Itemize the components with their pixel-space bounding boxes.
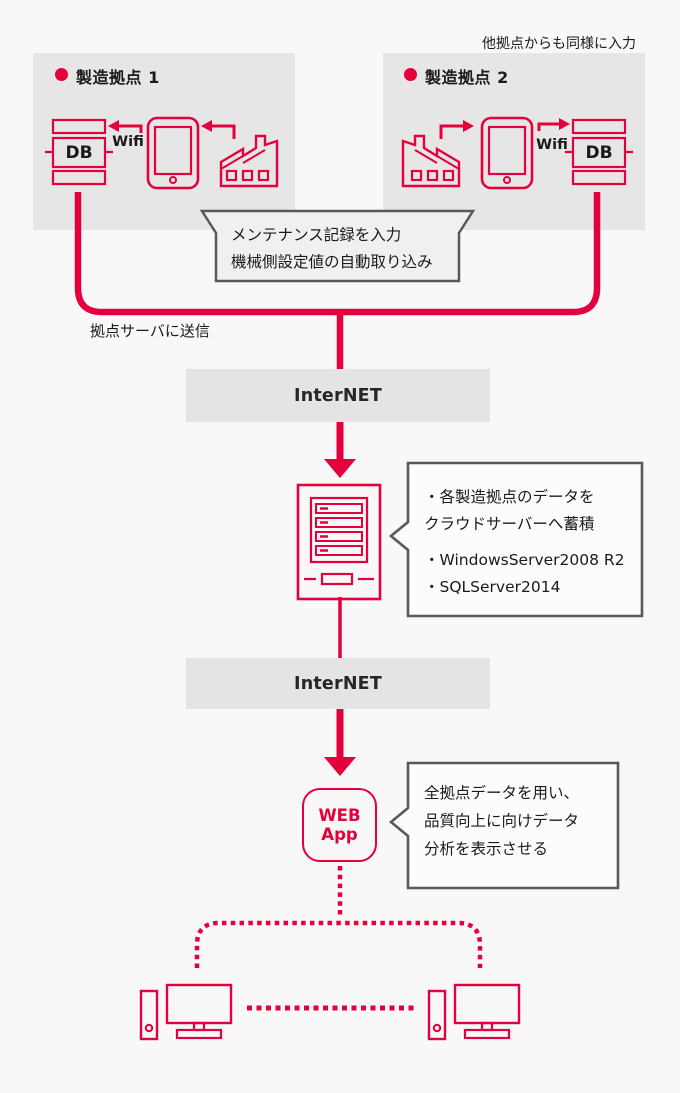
maintenance-bubble xyxy=(199,209,476,283)
server-callout-line-1: ・各製造拠点のデータを xyxy=(424,488,595,506)
server-callout-line-2: クラウドサーバーへ蓄積 xyxy=(424,515,595,533)
webapp-callout-box xyxy=(388,761,620,890)
factory-to-tablet-arrowhead-1 xyxy=(201,120,212,132)
factory-icon-1 xyxy=(219,134,279,188)
internet1-label: InterNET xyxy=(294,385,382,406)
internet1-arrowhead xyxy=(324,459,356,478)
webapp-label-line-1: WEB xyxy=(318,806,361,825)
tablet-to-db-arrow-2 xyxy=(537,122,560,131)
bubble-line-2: 機械側設定値の自動取り込み xyxy=(231,253,433,271)
bubble-line-1: メンテナンス記録を入力 xyxy=(231,226,402,244)
internet2-arrowhead xyxy=(324,757,356,776)
site2-bullet-icon xyxy=(404,68,417,81)
webapp-label-line-2: App xyxy=(321,825,358,844)
webapp-callout-line-3: 分析を表示させる xyxy=(424,840,549,858)
server-callout-line-4: ・SQLServer2014 xyxy=(424,578,561,596)
internet2-label: InterNET xyxy=(294,673,382,694)
webapp-icon: WEB App xyxy=(302,788,377,862)
server-callout-line-3: ・WindowsServer2008 R2 xyxy=(424,551,625,569)
tablet-icon-1 xyxy=(146,116,200,190)
client-branch-dotted xyxy=(194,920,483,968)
database-icon-2 xyxy=(565,118,633,186)
factory-to-tablet-arrow-2 xyxy=(439,124,464,139)
site2-title: 製造拠点 2 xyxy=(425,68,509,87)
server-icon xyxy=(296,483,382,601)
internet-box-2: InterNET xyxy=(186,658,490,709)
site-box-2 xyxy=(383,53,645,230)
top-note: 他拠点からも同様に入力 xyxy=(482,36,636,52)
desktop-computer-icon-right xyxy=(427,983,521,1041)
tablet-to-db-arrowhead-1 xyxy=(108,120,119,132)
database-icon-1 xyxy=(45,118,113,186)
wifi2-label: Wifi xyxy=(536,137,568,153)
webapp-callout-line-2: 品質向上に向けデータ xyxy=(424,812,580,830)
send-label: 拠点サーバに送信 xyxy=(90,322,210,340)
site1-title: 製造拠点 1 xyxy=(76,68,160,87)
tablet-icon-2 xyxy=(480,116,534,190)
wifi1-label: Wifi xyxy=(112,134,144,150)
db1-label: DB xyxy=(65,143,93,163)
factory-to-tablet-arrowhead-2 xyxy=(463,120,474,132)
server-callout-text: ・各製造拠点のデータを クラウドサーバーへ蓄積 ・WindowsServer20… xyxy=(424,484,625,601)
webapp-callout-text: 全拠点データを用い、 品質向上に向けデータ 分析を表示させる xyxy=(424,779,579,863)
tablet-to-db-arrowhead-2 xyxy=(559,118,570,130)
maintenance-bubble-text: メンテナンス記録を入力 機械側設定値の自動取り込み xyxy=(231,222,433,276)
desktop-computer-icon-left xyxy=(139,983,233,1041)
internet-box-1: InterNET xyxy=(186,369,490,422)
server-callout-box xyxy=(388,461,644,618)
factory-icon-2 xyxy=(401,134,461,188)
tablet-to-db-arrow-1 xyxy=(118,124,143,133)
site1-bullet-icon xyxy=(55,68,68,81)
factory-to-tablet-arrow-1 xyxy=(211,124,236,139)
db2-label: DB xyxy=(585,143,613,163)
webapp-callout-line-1: 全拠点データを用い、 xyxy=(424,784,580,802)
